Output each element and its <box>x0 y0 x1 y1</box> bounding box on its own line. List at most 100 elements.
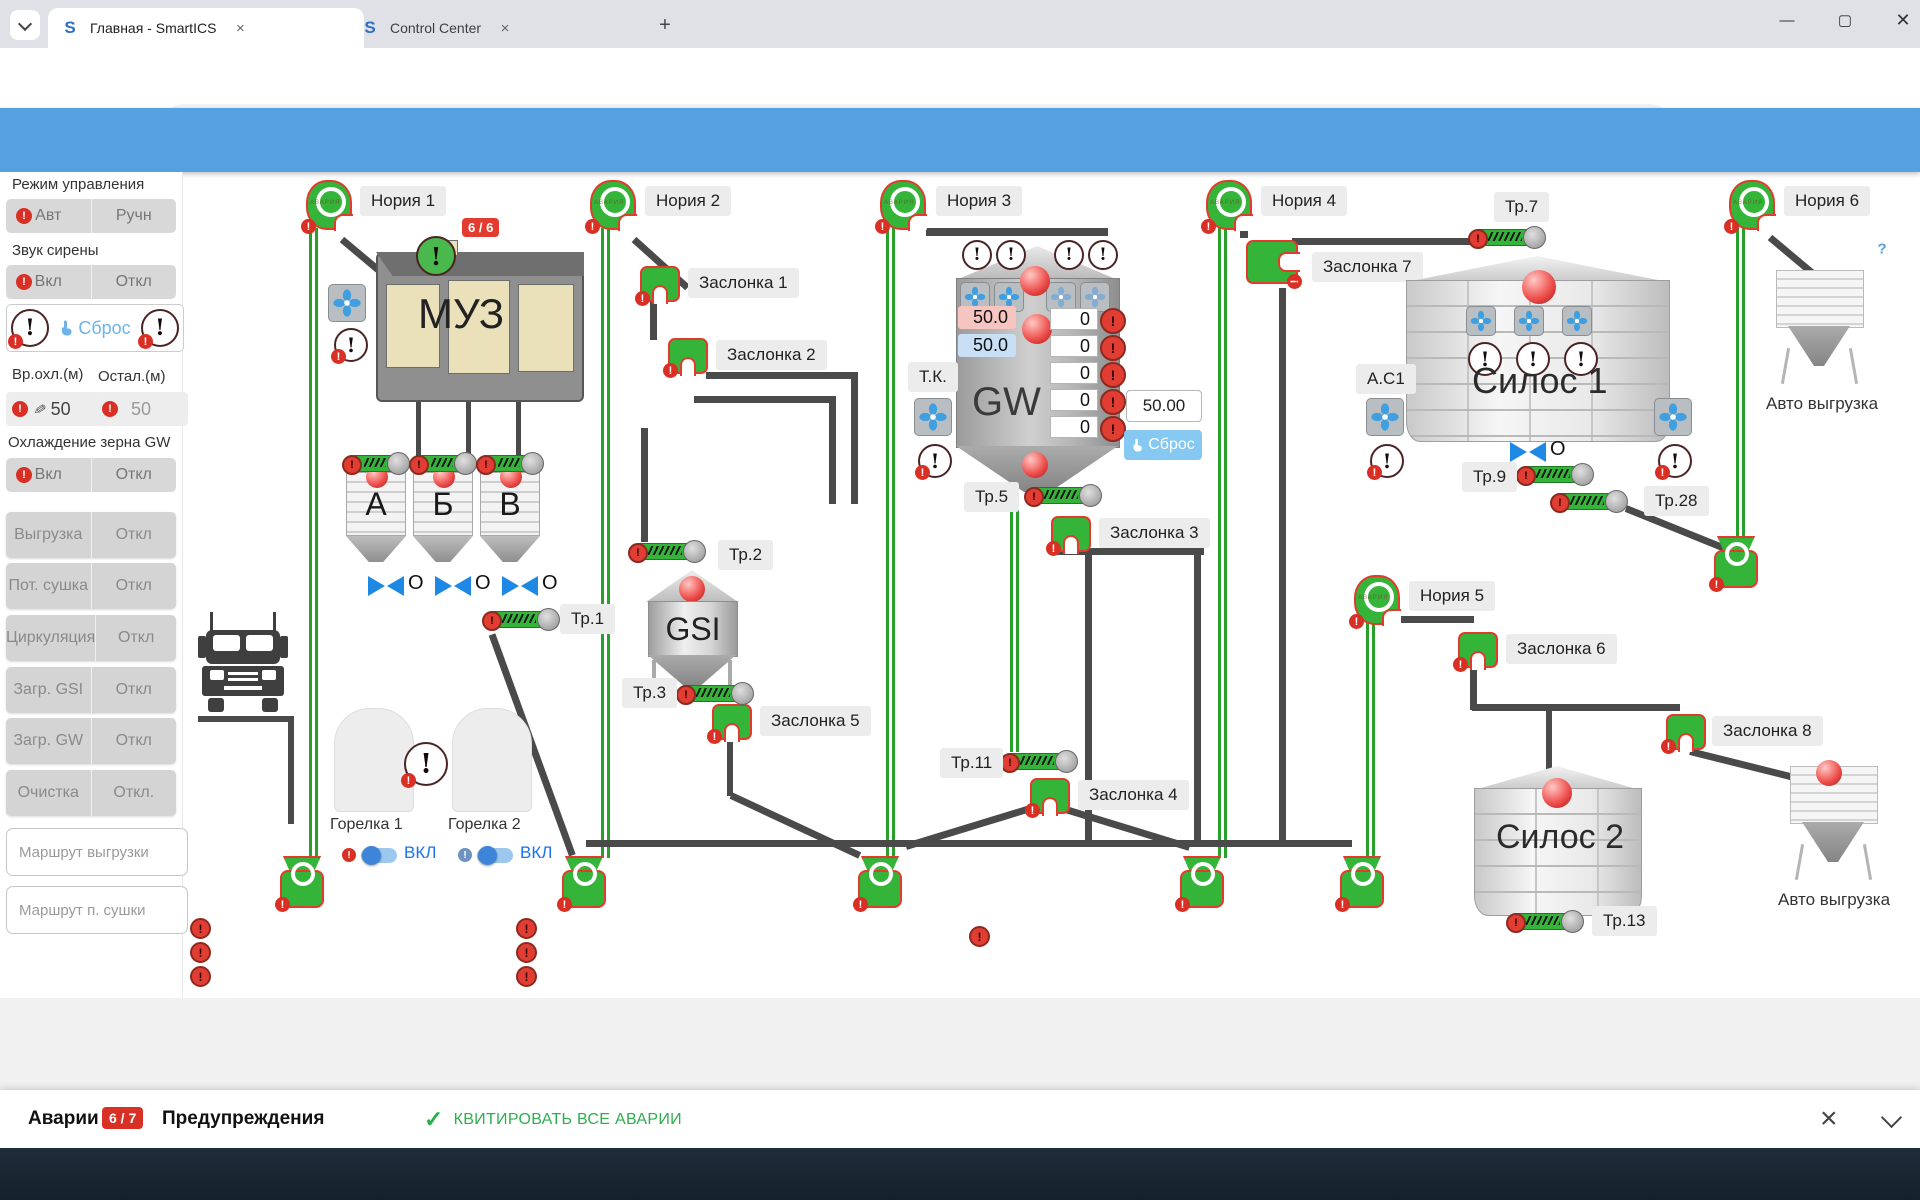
window-close-button[interactable]: ✕ <box>1895 9 1911 30</box>
burner-2-toggle[interactable] <box>477 846 513 865</box>
elevator-boot[interactable] <box>557 856 606 912</box>
acknowledge-all-button[interactable]: КВИТИРОВАТЬ ВСЕ АВАРИИ <box>424 1106 682 1133</box>
alarm-bar-close-icon[interactable] <box>1820 1102 1838 1136</box>
alarm-bar: Аварии 6 / 7 Предупреждения КВИТИРОВАТЬ … <box>0 1090 1920 1148</box>
alarm-bar-collapse-icon[interactable] <box>1880 1106 1903 1129</box>
dryer-reset-button[interactable]: Сброс <box>1124 430 1202 460</box>
warnings-tab[interactable]: Предупреждения <box>162 1108 325 1129</box>
conveyor-tr9[interactable] <box>1516 463 1594 486</box>
silo2-body[interactable] <box>1474 788 1642 916</box>
window-maximize-button[interactable]: ▢ <box>1837 12 1853 29</box>
tab-search-chevron-icon[interactable] <box>10 10 40 40</box>
elevator-boot[interactable] <box>1175 856 1224 912</box>
dryer-fan-icon[interactable] <box>1080 282 1110 312</box>
silo1-fan-icon[interactable] <box>1562 306 1592 336</box>
calendar-icon[interactable] <box>236 232 268 264</box>
tab-control-center[interactable]: Control Center <box>348 8 662 48</box>
alarms-tab[interactable]: Аварии <box>28 1108 99 1129</box>
reset-button[interactable]: Сброс <box>59 318 131 339</box>
window-minimize-button[interactable]: — <box>1779 11 1795 29</box>
elevator-boot[interactable] <box>1709 536 1758 592</box>
dryer-temp-setpoint[interactable]: 50.0 <box>958 306 1016 329</box>
conveyor-tr5[interactable] <box>1024 484 1102 507</box>
gate-4[interactable] <box>1025 778 1070 818</box>
conveyor-tr11[interactable] <box>1000 750 1078 773</box>
siren-off-button[interactable]: Откл <box>90 265 177 299</box>
gate-2[interactable] <box>663 338 708 378</box>
noria-5[interactable]: АВАРИЯ <box>1349 575 1401 629</box>
duct <box>586 840 1352 847</box>
dryer-fan-icon[interactable] <box>1046 282 1076 312</box>
conveyor-tr3[interactable] <box>676 682 754 705</box>
silo1-fan-icon[interactable] <box>1466 306 1496 336</box>
siren-on-button[interactable]: Вкл <box>6 265 91 299</box>
ac1-fan-icon[interactable] <box>1366 398 1404 436</box>
gate-8[interactable] <box>1661 714 1706 754</box>
gate-7[interactable] <box>1246 240 1302 289</box>
noria-1[interactable]: АВАРИЯ <box>301 180 353 234</box>
silo1-fan-icon[interactable] <box>1514 306 1544 336</box>
help-icon[interactable]: ? <box>1866 232 1898 264</box>
muz-machine[interactable]: МУЗ <box>376 240 584 402</box>
new-tab-button[interactable] <box>652 12 678 38</box>
tab-close-icon[interactable] <box>230 18 250 38</box>
elevator-boot[interactable] <box>275 856 324 912</box>
burner-1[interactable] <box>334 708 414 812</box>
duct <box>829 396 836 504</box>
conveyor-tr13[interactable] <box>1506 910 1584 933</box>
dryer-temp-actual[interactable]: 50.0 <box>958 334 1016 357</box>
drying-route-field[interactable]: Маршрут п. сушки <box>6 886 188 934</box>
noria-2[interactable]: АВАРИЯ <box>585 180 637 234</box>
edit-pencil-icon[interactable] <box>1656 232 1688 264</box>
dryer-value-field[interactable]: 0 <box>1050 308 1098 330</box>
silo1-valve[interactable] <box>1510 442 1546 462</box>
conveyor-tr28[interactable] <box>1550 490 1628 513</box>
dryer-setpoint-input[interactable]: 50.00 <box>1126 390 1202 422</box>
valve[interactable] <box>502 576 538 596</box>
silo1-side-fan-icon[interactable] <box>1654 398 1692 436</box>
conveyor[interactable] <box>476 452 544 475</box>
burner-1-toggle[interactable] <box>361 846 397 865</box>
cool-time-field[interactable]: 50 <box>6 392 100 426</box>
gate-6[interactable] <box>1453 632 1498 672</box>
valve[interactable] <box>368 576 404 596</box>
valve[interactable] <box>435 576 471 596</box>
unload-route-field[interactable]: Маршрут выгрузки <box>6 828 188 876</box>
mode-manual-button[interactable]: Ручн <box>90 199 177 233</box>
burner-2[interactable] <box>452 708 532 812</box>
gate-5[interactable] <box>707 704 752 744</box>
gate-3[interactable] <box>1046 516 1091 556</box>
tab-close-icon[interactable] <box>495 18 515 38</box>
mode-auto-button[interactable]: Авт <box>6 199 91 233</box>
user-account-icon[interactable] <box>1796 232 1828 264</box>
tk-fan-icon[interactable] <box>914 398 952 436</box>
dryer-value-field[interactable]: 0 <box>1050 416 1098 438</box>
gsi-silo[interactable]: GSI <box>648 601 738 657</box>
noria-6[interactable]: АВАРИЯ <box>1724 180 1776 234</box>
gate-1[interactable] <box>635 266 680 306</box>
conveyor-tr1[interactable] <box>482 608 560 631</box>
noria-3[interactable]: АВАРИЯ <box>875 180 927 234</box>
dryer-value-field[interactable]: 0 <box>1050 362 1098 384</box>
elevator-boot[interactable] <box>853 856 902 912</box>
conveyor[interactable] <box>342 452 410 475</box>
muz-fan-icon[interactable] <box>328 284 366 322</box>
dryer-value-field[interactable]: 0 <box>1050 335 1098 357</box>
gw-off-button[interactable]: Откл <box>90 458 177 492</box>
gw-on-button[interactable]: Вкл <box>6 458 91 492</box>
silo-b[interactable]: Б <box>413 472 473 562</box>
auto-unload-hopper[interactable] <box>1776 270 1864 328</box>
conveyor-tr2[interactable] <box>628 540 706 563</box>
dryer-value-field[interactable]: 0 <box>1050 389 1098 411</box>
conveyor-tr7[interactable] <box>1468 226 1546 249</box>
elevator-boot[interactable] <box>1335 856 1384 912</box>
tab-smartics[interactable]: Главная - SmartICS <box>48 8 364 48</box>
conveyor[interactable] <box>409 452 477 475</box>
noria-4[interactable]: АВАРИЯ <box>1201 180 1253 234</box>
